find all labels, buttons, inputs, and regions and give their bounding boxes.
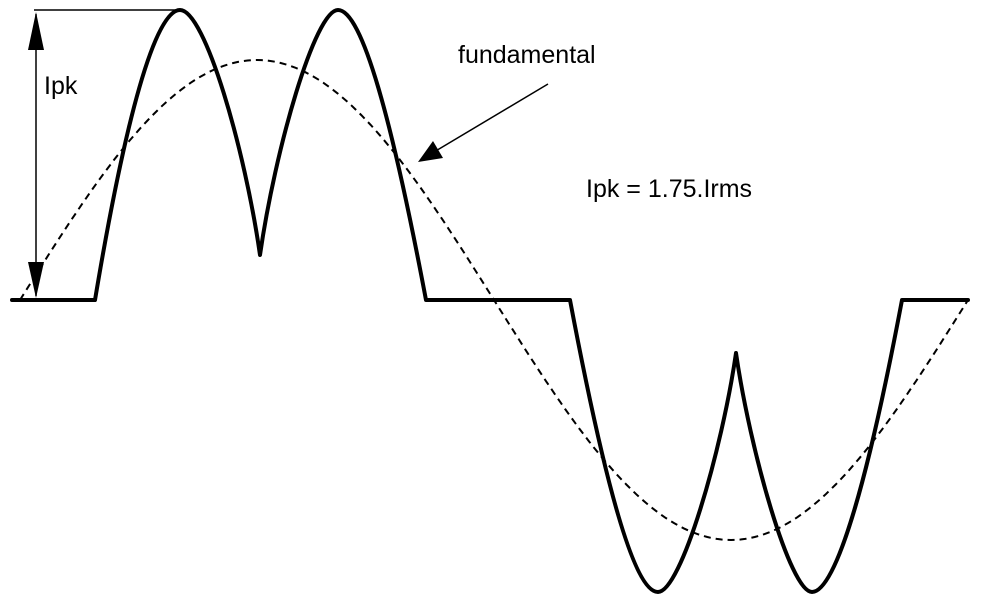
distorted-current-waveform xyxy=(10,8,970,594)
peak-label: Ipk xyxy=(44,72,78,100)
fundamental-pointer-line xyxy=(433,83,549,153)
equation-label: Ipk = 1.75.Irms xyxy=(586,175,752,203)
arrow-pointer-icon xyxy=(418,141,443,162)
arrow-down-icon xyxy=(28,262,44,298)
fundamental-label: fundamental xyxy=(458,41,596,69)
arrow-up-icon xyxy=(28,12,44,50)
